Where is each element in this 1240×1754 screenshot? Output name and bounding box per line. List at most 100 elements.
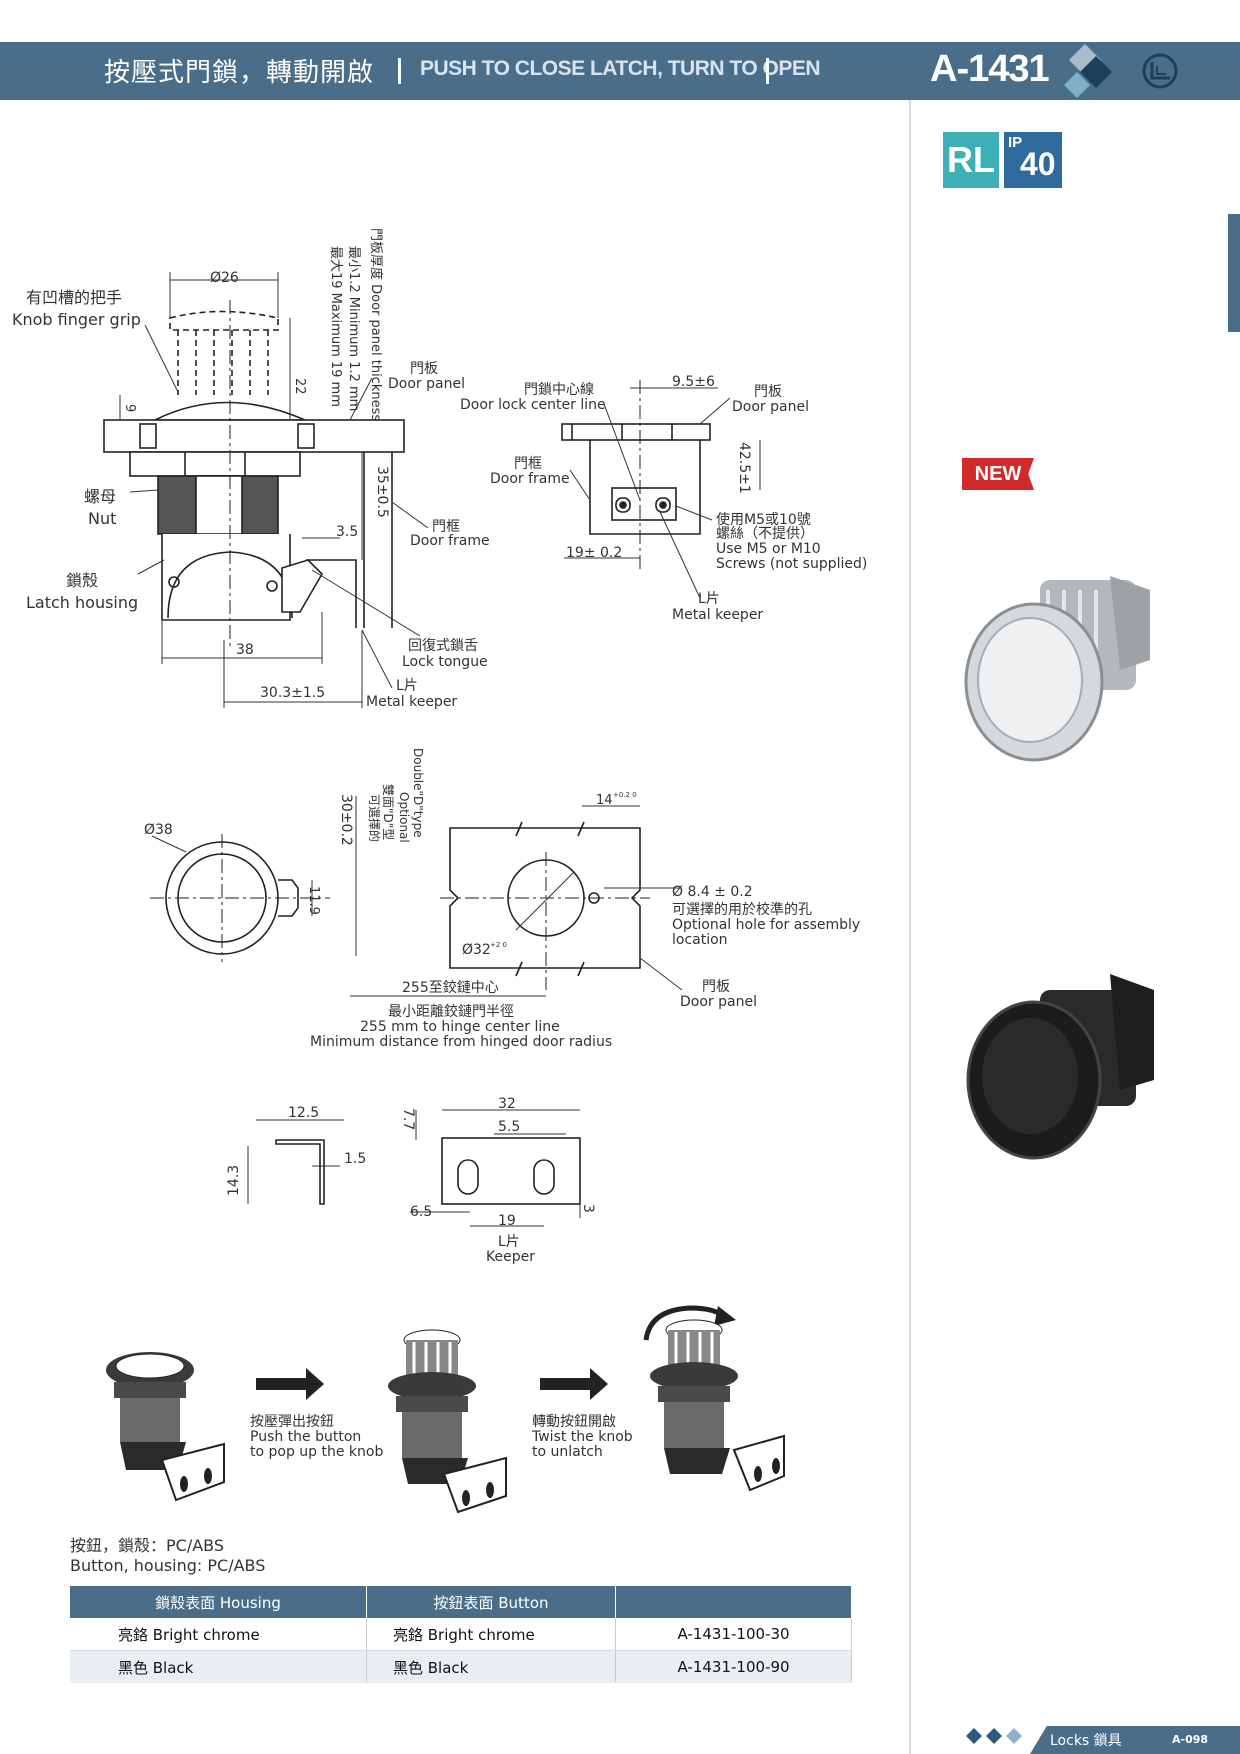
label-opt-cn2: 雙面"D"型 xyxy=(381,784,395,840)
title-divider xyxy=(398,58,401,84)
label-hole-cn: 可選擇的用於校準的孔 xyxy=(672,901,812,918)
label-knob-en: Knob finger grip xyxy=(12,310,141,329)
dim-cutout-38: Ø38 xyxy=(144,822,173,838)
dim-38: 38 xyxy=(236,642,254,658)
arrow-right-icon xyxy=(540,1368,608,1400)
col-button: 按鈕表面 Button xyxy=(366,1586,616,1618)
spec-table: 鎖殼表面 Housing 按鈕表面 Button 亮鉻 Bright chrom… xyxy=(70,1586,852,1683)
dim-keeper-19: 19 xyxy=(498,1213,516,1229)
label-keeper-en: Metal keeper xyxy=(366,694,457,710)
label-center-cn: 門鎖中心線 xyxy=(524,382,594,398)
cutout-drawing xyxy=(150,821,650,990)
dim-26: Ø26 xyxy=(210,270,239,286)
dim-35: 35±0.5 xyxy=(374,466,390,518)
table-row: 亮鉻 Bright chrome 亮鉻 Bright chrome A-1431… xyxy=(70,1618,852,1651)
diamond-icon xyxy=(966,1728,1022,1744)
dim-19: 19± 0.2 xyxy=(566,545,622,561)
col-part-number xyxy=(615,1586,852,1618)
cell-housing: 亮鉻 Bright chrome xyxy=(70,1618,367,1651)
label-nut-en: Nut xyxy=(88,509,116,528)
cutout-dimension-lines xyxy=(151,796,683,997)
label-cutout-panel-cn: 門板 xyxy=(702,979,730,995)
label-tongue-en: Lock tongue xyxy=(402,654,488,670)
label-knob-cn: 有凹槽的把手 xyxy=(26,288,122,307)
dim-keeper-32: 32 xyxy=(498,1096,516,1112)
dim-14: 14 xyxy=(596,793,613,808)
rotate-arrow-icon xyxy=(643,1305,736,1341)
label-keeper-cn: L片 xyxy=(498,1234,520,1250)
label-door-panel-en: Door panel xyxy=(388,376,465,392)
rl-badge: RL xyxy=(943,132,999,188)
footer-tab xyxy=(1030,1726,1240,1754)
step-push-en2: to pop up the knob xyxy=(250,1444,383,1460)
dim-9-5: 9.5±6 xyxy=(672,374,715,390)
dim-14-3: 14.3 xyxy=(226,1165,242,1196)
title-divider xyxy=(766,58,769,84)
label-hole-en2: location xyxy=(672,932,728,948)
ip-rating-value: 40 xyxy=(1020,146,1056,182)
label-keeper-en: Keeper xyxy=(486,1249,535,1265)
label-hinge-cn1: 255至鉸鏈中心 xyxy=(402,979,499,996)
step-twist-cn: 轉動按鈕開啟 xyxy=(532,1414,616,1430)
cell-button: 黑色 Black xyxy=(366,1650,616,1683)
title-english: PUSH TO CLOSE LATCH, TURN TO OPEN xyxy=(420,57,821,80)
material-cn: 按鈕，鎖殼：PC/ABS xyxy=(70,1536,225,1555)
dim-11-9: 11.9 xyxy=(306,886,321,915)
side-dimension-lines xyxy=(119,272,429,708)
dim-8-4: Ø 8.4 ± 0.2 xyxy=(672,884,753,900)
step1-latch-closed xyxy=(106,1352,225,1502)
step3-unlatched xyxy=(650,1319,785,1492)
ip-rating-badge: IP 40 xyxy=(1004,132,1062,188)
label-panel-max: 最大19 Maximum 19 mm xyxy=(328,246,343,407)
step2-knob-popped xyxy=(388,1329,507,1514)
label-hinge-en1: 255 mm to hinge center line xyxy=(360,1019,560,1035)
dim-5-5: 5.5 xyxy=(498,1119,520,1135)
label-top-panel-en: Door panel xyxy=(732,399,809,415)
dim-1-5: 1.5 xyxy=(344,1151,366,1167)
label-center-en: Door lock center line xyxy=(460,397,606,413)
ip-prefix: IP xyxy=(1008,134,1023,151)
header-bar xyxy=(0,42,1240,100)
label-screw-en2: Screws (not supplied) xyxy=(716,556,867,572)
label-top-panel-cn: 門板 xyxy=(754,384,782,400)
diamond-icon xyxy=(1064,44,1112,98)
step-twist-en2: to unlatch xyxy=(532,1444,603,1460)
label-door-frame-cn: 門框 xyxy=(432,519,460,535)
top-view-drawing xyxy=(561,380,711,570)
label-screw-cn1: 使用M5或10號 xyxy=(716,511,811,528)
tol-32: +2 0 xyxy=(490,941,507,949)
sidebar-section-tab[interactable] xyxy=(1228,214,1240,332)
label-housing-en: Latch housing xyxy=(26,593,138,612)
label-top-keeper-cn: L片 xyxy=(698,591,720,607)
new-badge: NEW xyxy=(962,458,1034,490)
label-door-panel-cn: 門板 xyxy=(410,361,438,377)
footer-section: Locks 鎖具 xyxy=(1050,1733,1122,1749)
label-panel-thickness: 門板厚度 Door panel thickness xyxy=(368,228,384,421)
label-cutout-panel-en: Door panel xyxy=(680,994,757,1010)
label-hinge-en2: Minimum distance from hinged door radius xyxy=(310,1034,612,1050)
label-opt-cn1: 可選擇的 xyxy=(367,794,382,842)
label-nut-cn: 螺母 xyxy=(84,487,116,506)
product-photo-black xyxy=(966,974,1154,1160)
dim-9: 9 xyxy=(122,404,137,412)
label-top-frame-cn: 門框 xyxy=(514,456,542,472)
label-panel-min: 最小1.2 Minimum 1.2 mm xyxy=(346,246,361,411)
dim-22: 22 xyxy=(292,378,307,395)
dim-32: Ø32 xyxy=(462,942,491,958)
arrow-right-icon xyxy=(256,1368,324,1400)
dim-30-3: 30.3±1.5 xyxy=(260,685,325,701)
label-keeper-cn: L片 xyxy=(396,678,418,694)
table-row: 黑色 Black 黑色 Black A-1431-100-90 xyxy=(70,1650,852,1683)
page-number: A-098 xyxy=(1172,1733,1209,1746)
side-section-drawing xyxy=(103,300,405,650)
keeper-dimension-lines xyxy=(247,1109,581,1227)
top-dimension-lines xyxy=(564,387,761,599)
label-door-frame-en: Door frame xyxy=(410,533,490,549)
label-screw-en1: Use M5 or M10 xyxy=(716,541,821,557)
label-hole-en1: Optional hole for assembly xyxy=(672,917,860,933)
brand-logo-icon xyxy=(1142,53,1178,89)
label-opt-en2: Double"D"type xyxy=(411,748,425,838)
cell-button: 亮鉻 Bright chrome xyxy=(366,1618,616,1651)
label-housing-cn: 鎖殼 xyxy=(66,571,98,590)
